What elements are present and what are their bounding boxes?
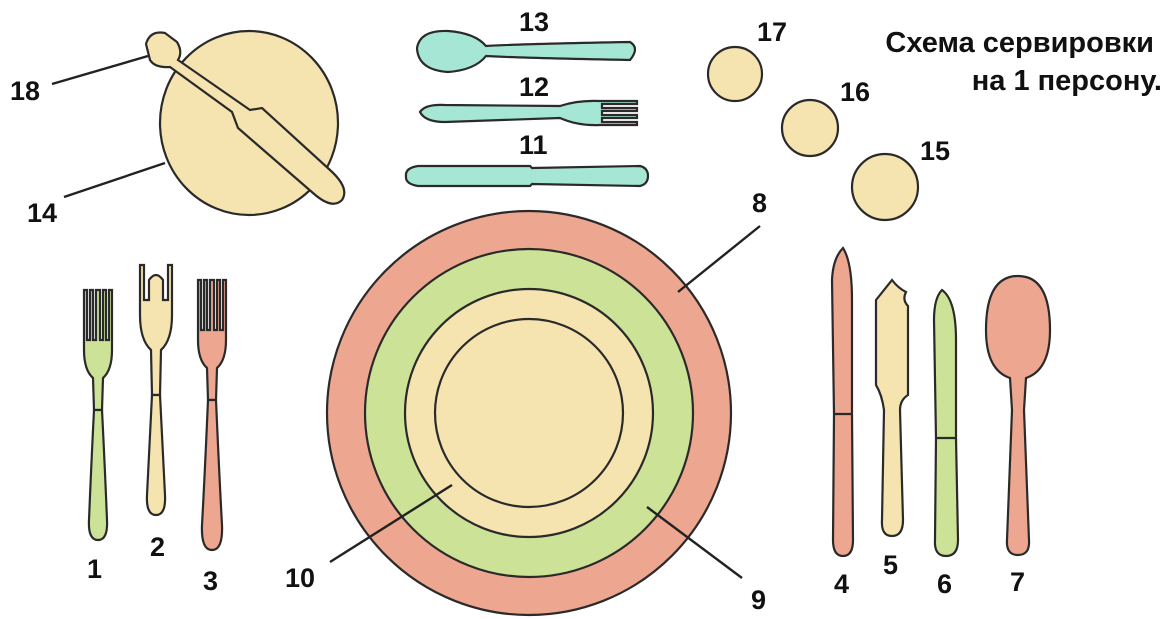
label-11: 11	[519, 130, 548, 160]
label-15: 15	[920, 136, 950, 166]
title-line-2: на 1 персону.	[972, 65, 1162, 97]
soup-plate	[405, 289, 653, 537]
label-18: 18	[10, 76, 40, 106]
title-line-1: Схема сервировки	[885, 27, 1154, 59]
fork-3	[198, 280, 226, 550]
label-9: 9	[751, 585, 766, 615]
glass-17	[708, 47, 762, 101]
glass-15	[852, 154, 918, 220]
dessert-spoon	[417, 31, 635, 72]
label-13: 13	[519, 7, 549, 37]
label-10: 10	[285, 563, 315, 593]
dessert-knife	[406, 166, 648, 186]
label-17: 17	[757, 17, 787, 47]
spoon-7	[986, 276, 1050, 555]
glass-16	[782, 100, 838, 156]
dessert-fork	[420, 101, 637, 125]
label-12: 12	[519, 72, 549, 102]
fork-1	[84, 290, 112, 540]
leader-18	[52, 56, 148, 84]
leader-14	[64, 163, 165, 197]
label-1: 1	[87, 554, 102, 584]
label-7: 7	[1010, 567, 1025, 597]
knife-4	[832, 248, 853, 556]
label-4: 4	[834, 569, 849, 599]
diagram-title: Схема сервировки на 1 персону.	[885, 27, 1162, 97]
fork-2	[140, 265, 172, 515]
label-8: 8	[752, 188, 767, 218]
label-14: 14	[27, 198, 57, 228]
label-6: 6	[937, 569, 952, 599]
label-3: 3	[203, 566, 218, 596]
leader-8	[678, 226, 760, 292]
fish-knife-5	[876, 280, 908, 536]
label-2: 2	[150, 532, 165, 562]
label-16: 16	[840, 77, 870, 107]
label-5: 5	[883, 550, 898, 580]
knife-6	[934, 290, 958, 556]
